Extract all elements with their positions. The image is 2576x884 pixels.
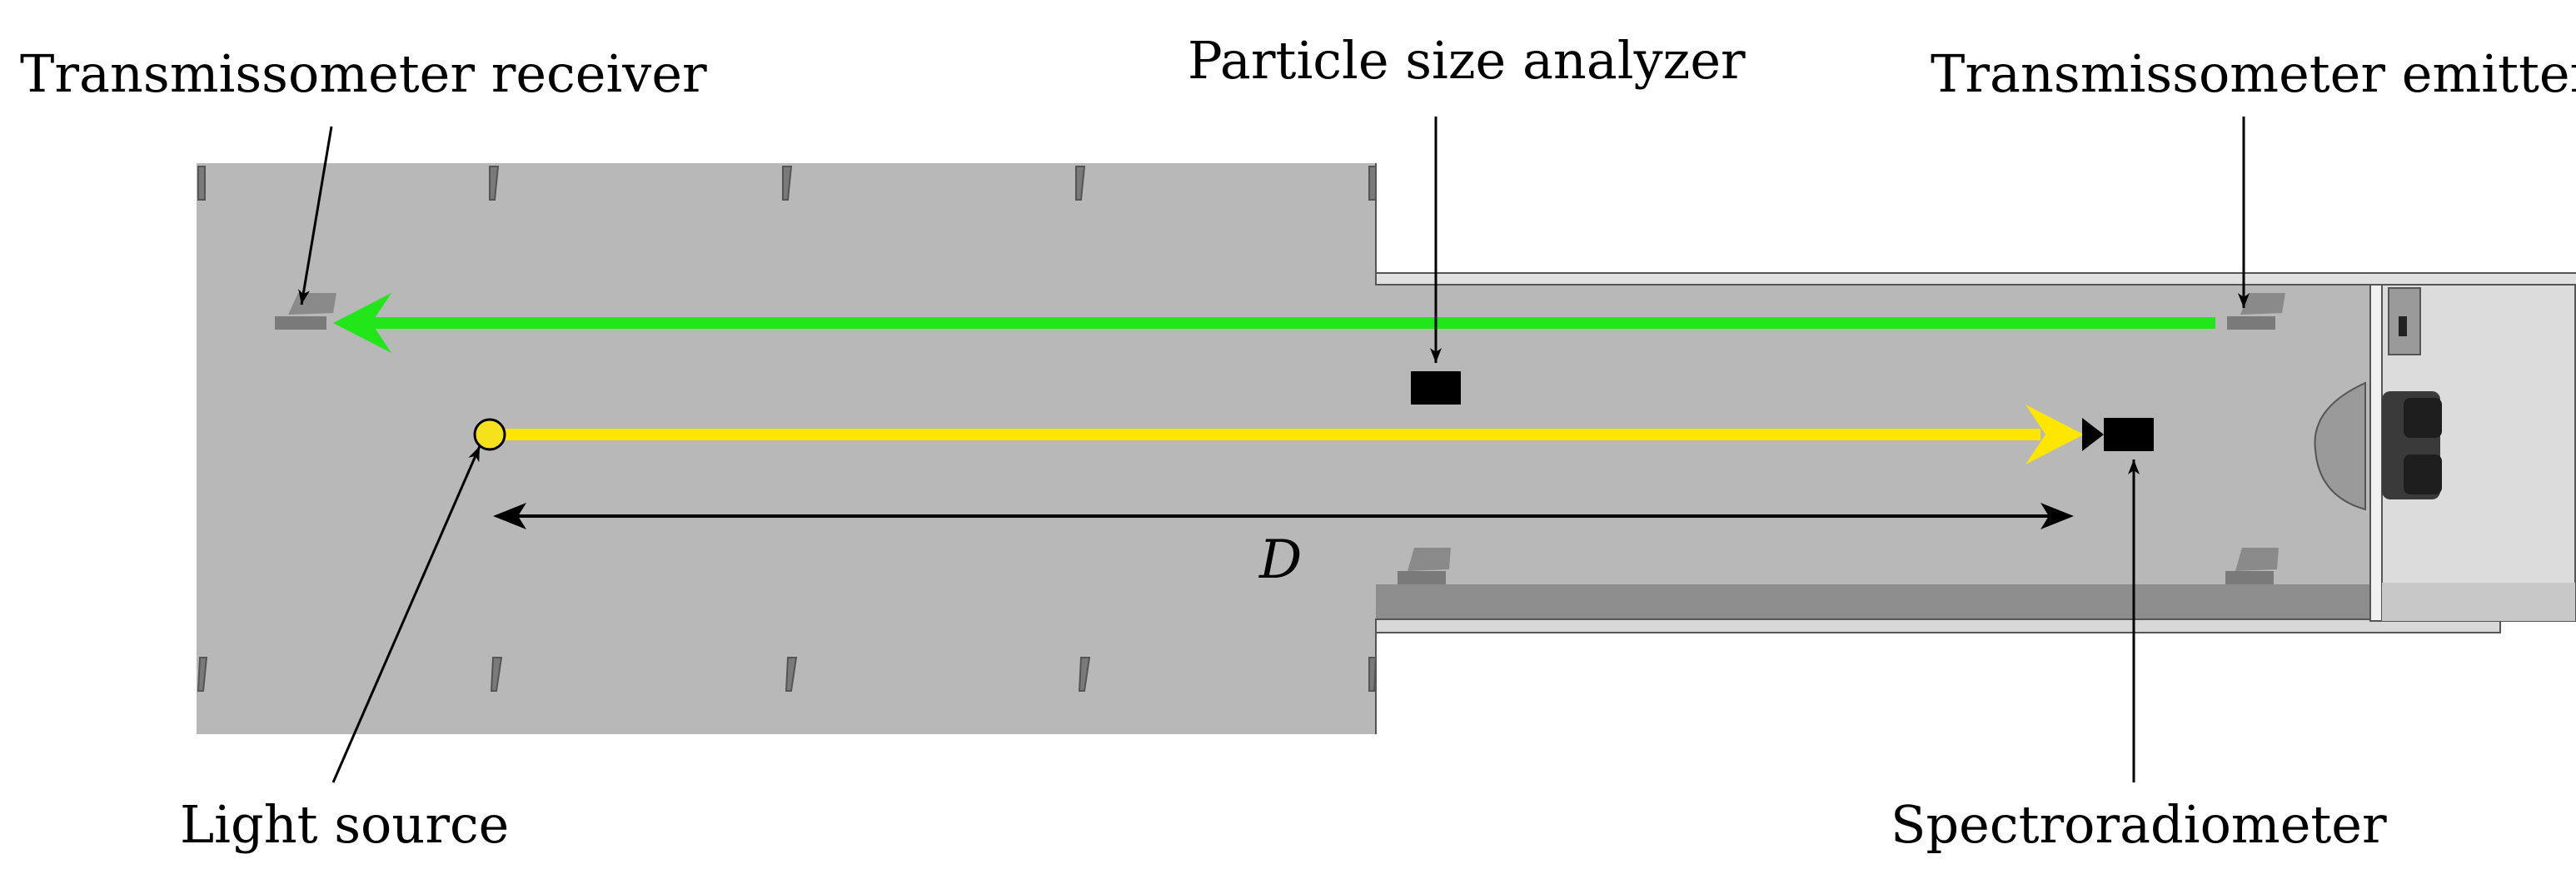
upper-wall <box>1375 272 2576 286</box>
beam-arrowhead <box>333 293 391 353</box>
light-source-pointer <box>331 445 481 783</box>
post <box>1368 166 1377 201</box>
transmissometer-emitter-mount <box>2227 293 2285 330</box>
post <box>785 657 798 692</box>
transmissometer-beam <box>333 293 2215 353</box>
car-icon <box>2314 287 2442 511</box>
light-beam <box>491 405 2084 464</box>
transmissometer-receiver-label: Transmissometer receiver <box>20 43 707 104</box>
post <box>197 166 206 201</box>
light-source-lamp <box>473 418 506 451</box>
lower-fixture-left <box>1398 548 1451 584</box>
particle-size-analyzer-box <box>1411 371 1461 405</box>
light-beam-arrowhead <box>2025 405 2084 464</box>
particle-size-analyzer-label: Particle size analyzer <box>1188 30 1746 91</box>
light-source-label: Light source <box>180 794 509 855</box>
tunnel-floor <box>197 163 2576 734</box>
distance-label: D <box>1258 529 1302 591</box>
receiver-pointer <box>298 126 333 305</box>
lower-fixture-right <box>2225 548 2279 584</box>
post <box>490 657 503 692</box>
post <box>197 657 208 692</box>
post <box>489 166 500 201</box>
transmissometer-emitter-label: Transmissometer emitter <box>1931 43 2576 104</box>
spectroradiometer-label: Spectroradiometer <box>1891 794 2387 855</box>
narrow-floor-section <box>1376 275 2372 623</box>
lower-wall <box>1375 618 2501 633</box>
wide-floor-section <box>197 163 1376 734</box>
post <box>782 166 793 201</box>
spectroradiometer-camera <box>2082 418 2154 451</box>
post <box>1078 657 1091 692</box>
post <box>1075 166 1086 201</box>
end-room-divider <box>2369 284 2383 622</box>
post <box>1368 657 1378 692</box>
distance-arrow <box>493 503 2074 529</box>
end-room-floor <box>2382 583 2575 621</box>
wall-posts <box>197 166 1378 692</box>
